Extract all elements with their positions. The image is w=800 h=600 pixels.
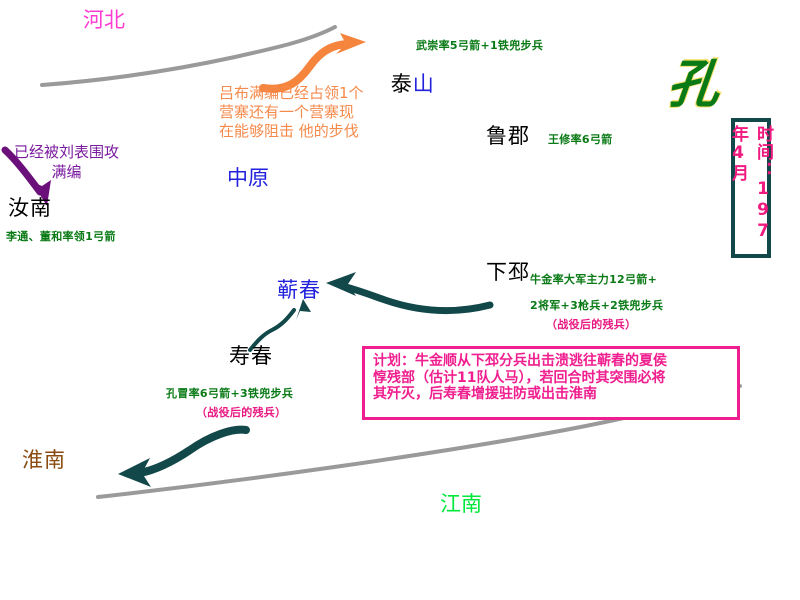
city-label-xiapi: 下邳 [486, 260, 530, 284]
city-label-taishan: 泰山 [360, 48, 435, 120]
xiapi-to-qichun-arrow [326, 272, 494, 315]
shouchun-to-huainan-arrow [118, 425, 250, 487]
city-label-runan: 汝南 [8, 196, 52, 220]
runan-purple-arrow [1, 146, 51, 206]
north-coastline [40, 25, 337, 87]
troops-label-lujun: 王修率6弓箭 [548, 133, 613, 146]
time-box-text: 时间：197年4月 [728, 125, 773, 242]
troops-label-shouchun-line1: 孔冒率6弓箭+3铁兜步兵 [166, 387, 294, 400]
plan-box-text: 计划：牛金顺从下邳分兵出击溃逃往蕲春的夏侯 惇残部（估计11队人马），若回合时其… [373, 353, 667, 403]
troops-label-taishan: 武崇率5弓箭+1铁兜步兵 [416, 39, 544, 52]
city-label-taishan-part1: 泰 [390, 72, 413, 97]
city-label-huainan: 淮南 [22, 448, 66, 472]
city-label-shouchun: 寿春 [229, 344, 273, 368]
troops-label-xiapi-line1: 牛金率大军主力12弓箭+ [530, 273, 658, 286]
shouchun-to-qichun-arrow [248, 299, 311, 352]
city-label-taishan-part2: 山 [412, 72, 435, 97]
note-lvbu: 吕布满编已经占领1个 营寨还有一个营寨现 在能够阻击 他的步伐 [219, 84, 364, 140]
region-label-zhongyuan: 中原 [227, 166, 269, 190]
troops-label-shouchun-line2: （战役后的残兵） [196, 406, 287, 419]
region-label-jiangnan: 江南 [440, 492, 482, 516]
troops-label-xiapi-line3: （战役后的残兵） [546, 318, 637, 331]
troops-label-xiapi-line2: 2将军+3枪兵+2铁兜步兵 [530, 299, 664, 312]
note-runan: 已经被刘表围攻 满编 [14, 143, 120, 181]
plan-box: 计划：牛金顺从下邳分兵出击溃逃往蕲春的夏侯 惇残部（估计11队人马），若回合时其… [362, 346, 740, 420]
seal-kong: 孔 [664, 54, 723, 115]
time-box: 时间：197年4月 [728, 118, 773, 258]
city-label-qichun: 蕲春 [277, 278, 321, 302]
region-label-hebei: 河北 [83, 8, 125, 32]
city-label-lujun: 鲁郡 [486, 124, 530, 148]
taishan-orange-arrow [259, 33, 366, 93]
troops-label-runan: 李通、董和率领1弓箭 [6, 230, 116, 243]
